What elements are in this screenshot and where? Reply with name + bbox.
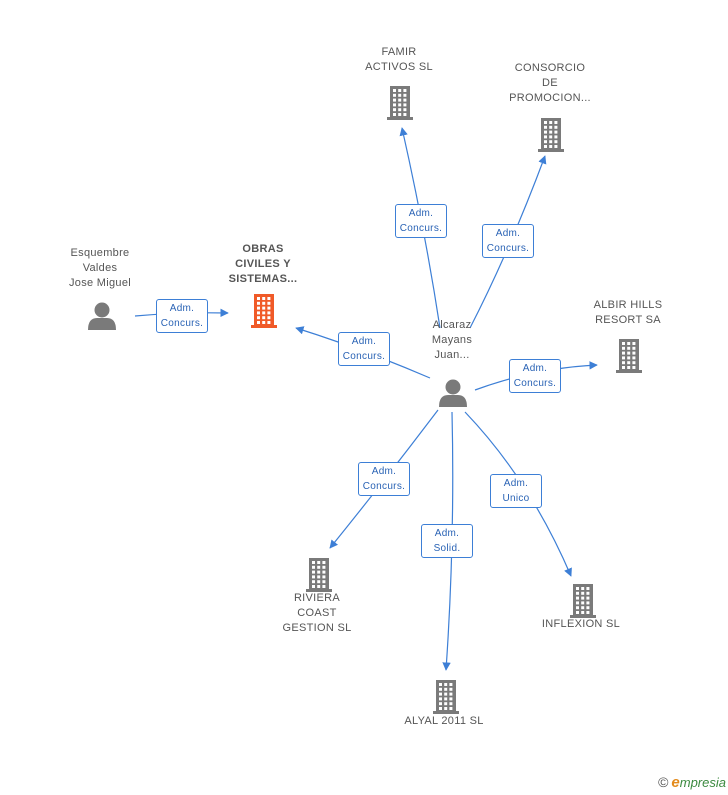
edge-label-line: Concurs. [342,351,386,362]
edge-label-alcaraz-alyal: Adm. Solid. [421,524,473,558]
node-label-line: ALYAL 2011 SL [404,715,484,727]
edge-label-line: Adm. [371,466,397,477]
node-label-inflexion[interactable]: INFLEXION SL [526,617,636,632]
edge-label-line: Concurs. [362,481,406,492]
copyright-icon: © [658,774,669,790]
edge-label-esquembre-obras: Adm. Concurs. [156,299,208,333]
edge-label-line: Adm. [408,208,434,219]
empresia-logo[interactable]: ©empresia [658,774,726,791]
building-icon[interactable] [616,339,642,373]
edge-label-alcaraz-famir: Adm. Concurs. [395,204,447,238]
edge-label-line: Unico [502,493,530,504]
edge-label-line: Adm. [522,363,548,374]
edge-label-line: Adm. [169,303,195,314]
person-icon[interactable] [439,379,467,408]
building-icon[interactable] [570,584,596,618]
node-label-line: PROMOCION... [509,92,591,104]
building-icon[interactable] [538,118,564,152]
node-label-line: INFLEXION SL [541,618,621,630]
node-label-famir[interactable]: FAMIR ACTIVOS SL [344,45,454,75]
node-label-albir[interactable]: ALBIR HILLS RESORT SA [573,298,683,328]
node-label-line: Mayans [431,334,473,346]
edge-label-alcaraz-obras: Adm. Concurs. [338,332,390,366]
node-label-obras[interactable]: OBRAS CIVILES Y SISTEMAS... [208,242,318,287]
node-label-line: SISTEMAS... [228,273,298,285]
building-icon[interactable] [387,86,413,120]
node-label-line: ACTIVOS SL [365,61,433,73]
node-label-line: Juan... [434,349,470,361]
node-label-line: OBRAS [242,243,284,255]
node-label-line: Jose Miguel [69,277,131,289]
edge-label-alcaraz-albir: Adm. Concurs. [509,359,561,393]
edge-label-alcaraz-inflexion: Adm. Unico [490,474,542,508]
edge-label-line: Adm. [351,336,377,347]
brand-name: mpresia [679,775,726,790]
building-icon[interactable] [251,294,277,328]
edge-label-line: Concurs. [513,378,557,389]
edge-label-line: Adm. [434,528,460,539]
node-label-line: Valdes [82,262,118,274]
edge-label-line: Concurs. [486,243,530,254]
node-label-line: FAMIR [381,46,417,58]
brand-initial: e [671,774,680,791]
node-label-line: ALBIR HILLS [593,299,663,311]
edge-label-line: Concurs. [160,318,204,329]
edge-label-line: Solid. [433,543,461,554]
person-icon[interactable] [88,302,116,331]
node-label-line: Esquembre [70,247,130,259]
edge-label-alcaraz-consorcio: Adm. Concurs. [482,224,534,258]
node-label-alyal[interactable]: ALYAL 2011 SL [389,714,499,729]
building-icon[interactable] [306,558,332,592]
building-icon[interactable] [433,680,459,714]
edge-label-line: Adm. [495,228,521,239]
node-label-riviera[interactable]: RIVIERA COAST GESTION SL [262,591,372,636]
node-label-line: COAST [297,607,337,619]
edge-label-alcaraz-riviera: Adm. Concurs. [358,462,410,496]
node-label-line: Alcaraz [432,319,472,331]
node-label-line: RESORT SA [595,314,661,326]
edge-label-line: Concurs. [399,223,443,234]
edge-label-line: Adm. [503,478,529,489]
node-label-line: CONSORCIO [514,62,586,74]
node-label-line: GESTION SL [282,622,352,634]
node-label-line: CIVILES Y [235,258,291,270]
node-label-consorcio[interactable]: CONSORCIO DE PROMOCION... [495,61,605,106]
node-label-line: DE [542,77,558,89]
node-label-line: RIVIERA [293,592,341,604]
